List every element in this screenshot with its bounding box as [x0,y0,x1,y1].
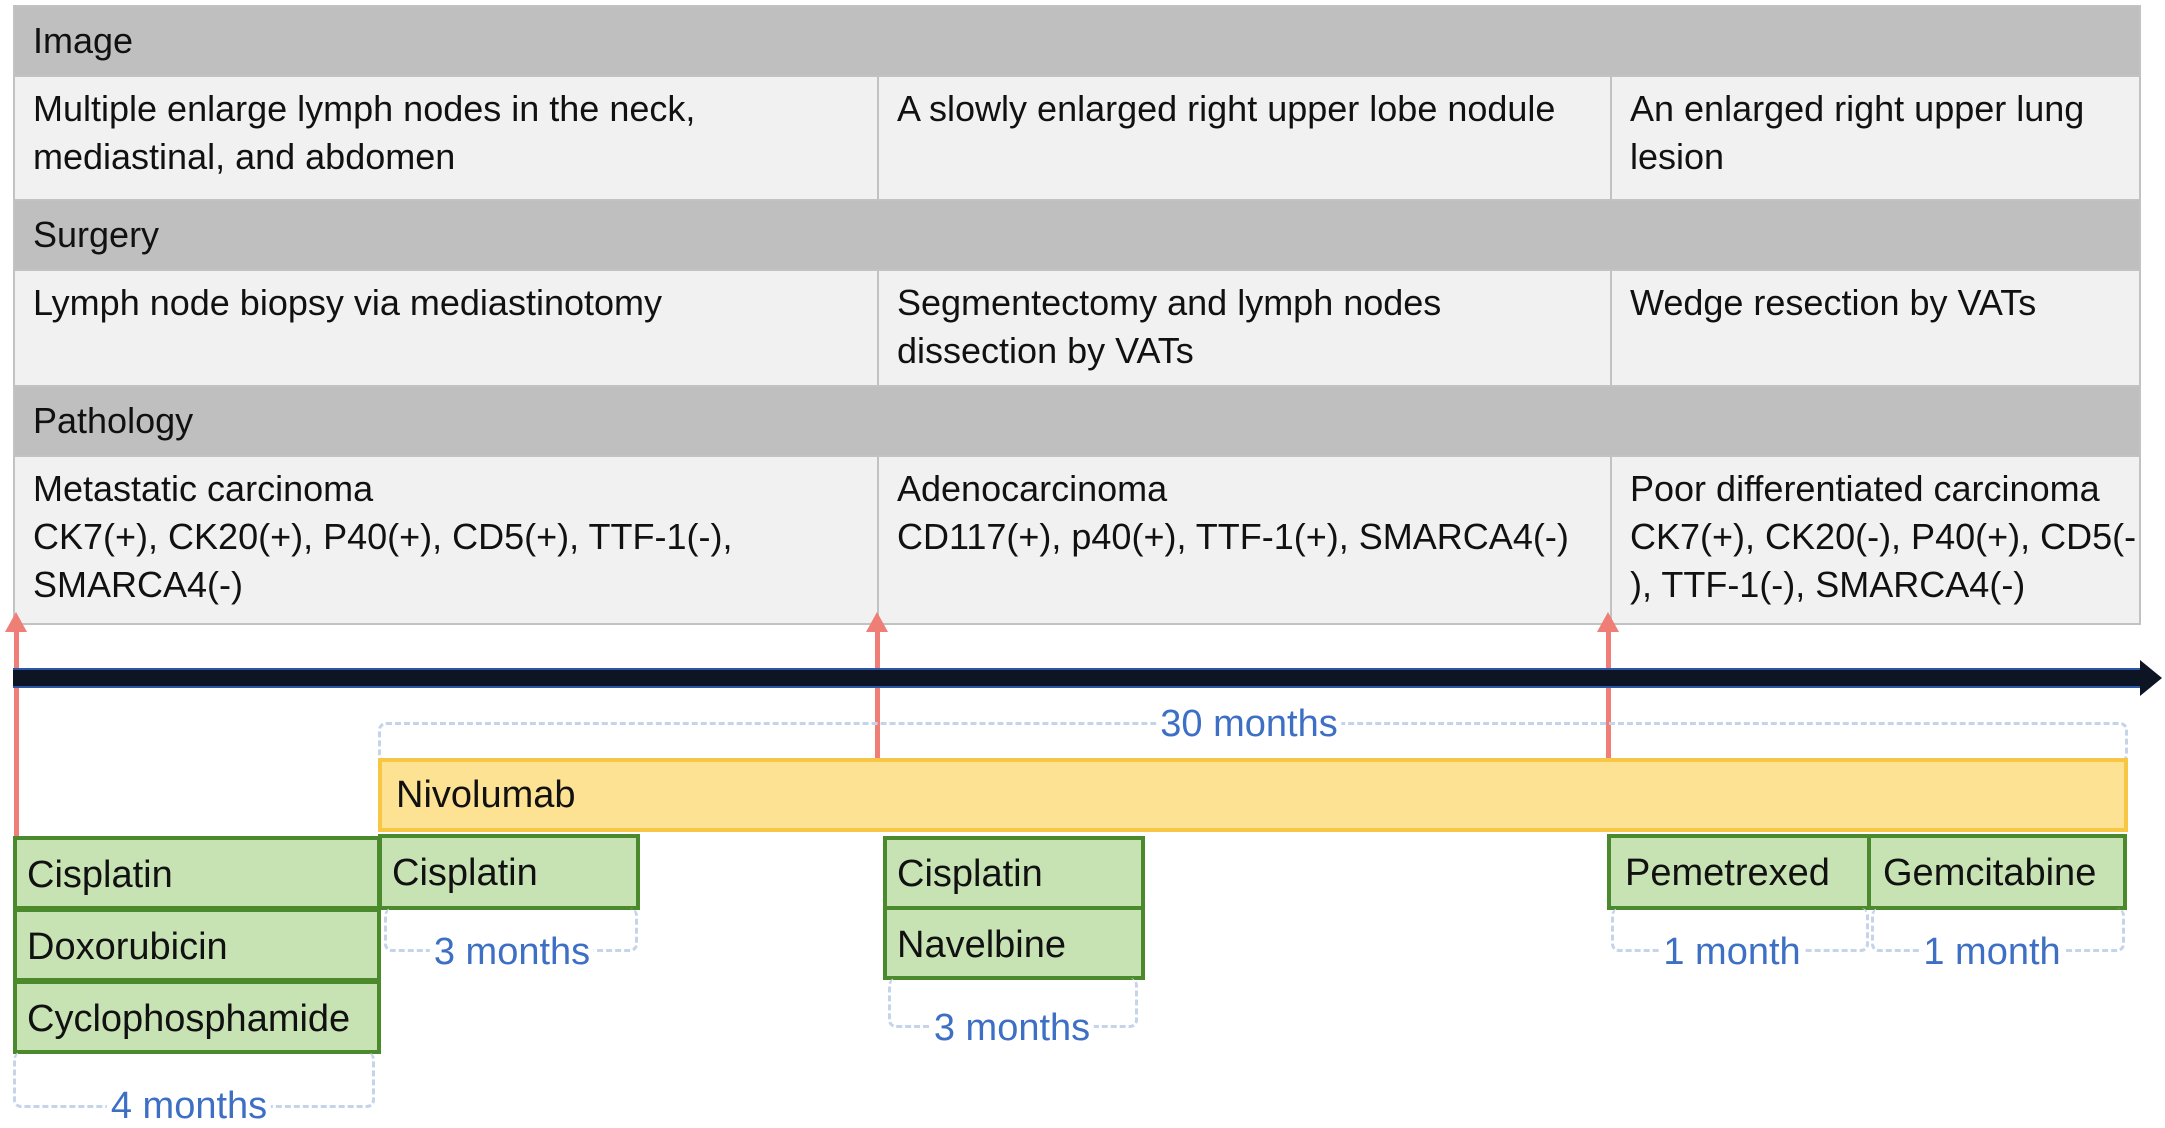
event-arrow-2 [875,630,880,758]
drug-box-navelbine: Navelbine [883,906,1145,980]
drug-box-cyclophosphamide: Cyclophosphamide [13,980,381,1054]
event-arrow-2-head [866,612,888,632]
surgery-header-row: Surgery [12,199,2142,271]
event-arrow-3-head [1597,612,1619,632]
pathology-cell-2: Adenocarcinoma CD117(+), p40(+), TTF-1(+… [877,455,1612,625]
image-header-row: Image [12,5,2142,77]
regimen3-duration-label: 3 months [929,1006,1095,1050]
pathology-cell-3: Poor differentiated carcinoma CK7(+), CK… [1609,455,2142,625]
cell-line: lesion [1630,136,1725,177]
image-row: Multiple enlarge lymph nodes in the neck… [13,75,2142,201]
case-summary-table: Image Multiple enlarge lymph nodes in th… [12,5,2142,625]
cell-line: Adenocarcinoma [897,468,1168,509]
surgery-row: Lymph node biopsy via mediastinotomy Seg… [13,269,2142,387]
cell-line: Lymph node biopsy via mediastinotomy [33,282,662,323]
cell-line: Wedge resection by VATs [1630,282,2037,323]
nivolumab-bar: Nivolumab [378,758,2128,832]
drug-box-cisplatin: Cisplatin [13,836,381,910]
cell-line: Poor differentiated carcinoma [1630,468,2100,509]
image-cell-2: A slowly enlarged right upper lobe nodul… [877,75,1612,201]
drug-box-doxorubicin: Doxorubicin [13,908,381,982]
event-arrow-3 [1606,630,1611,758]
cell-line: Segmentectomy and lymph nodes [897,282,1442,323]
timeline-arrow-head [2140,660,2162,696]
drug-box-cisplatin: Cisplatin [883,836,1145,910]
cell-line: Metastatic carcinoma [33,468,374,509]
regimen2-duration-label: 3 months [429,930,595,974]
total-duration-label: 30 months [1156,702,1342,746]
cell-line: CK7(+), CK20(+), P40(+), CD5(+), TTF-1(-… [33,516,733,557]
cell-line: SMARCA4(-) [33,564,244,605]
cell-line: mediastinal, and abdomen [33,136,456,177]
image-header: Image [12,5,2142,77]
pathology-header: Pathology [12,385,2142,457]
cell-line: An enlarged right upper lung [1630,88,2085,129]
event-arrow-1 [14,630,19,840]
regimen4-duration-label: 1 month [1659,930,1805,974]
cell-line: Multiple enlarge lymph nodes in the neck… [33,88,696,129]
drug-box-gemcitabine: Gemcitabine [1867,834,2127,910]
regimen5-duration-label: 1 month [1919,930,2065,974]
surgery-cell-2: Segmentectomy and lymph nodes dissection… [877,269,1612,387]
regimen1-duration-label: 4 months [106,1084,272,1128]
pathology-cell-1: Metastatic carcinoma CK7(+), CK20(+), P4… [13,455,879,625]
cell-line: ), TTF-1(-), SMARCA4(-) [1630,564,2026,605]
event-arrow-1-head [5,612,27,632]
drug-box-cisplatin: Cisplatin [378,834,640,910]
surgery-cell-1: Lymph node biopsy via mediastinotomy [13,269,879,387]
cell-line: CK7(+), CK20(-), P40(+), CD5(- [1630,516,2137,557]
cell-line: A slowly enlarged right upper lobe nodul… [897,88,1556,129]
drug-box-pemetrexed: Pemetrexed [1607,834,1871,910]
surgery-cell-3: Wedge resection by VATs [1609,269,2142,387]
image-cell-1: Multiple enlarge lymph nodes in the neck… [13,75,879,201]
cell-line: dissection by VATs [897,330,1194,371]
pathology-header-row: Pathology [12,385,2142,457]
surgery-header: Surgery [12,199,2142,271]
image-cell-3: An enlarged right upper lung lesion [1609,75,2142,201]
cell-line: CD117(+), p40(+), TTF-1(+), SMARCA4(-) [897,516,1569,557]
timeline-arrow-shaft [13,668,2143,688]
pathology-row: Metastatic carcinoma CK7(+), CK20(+), P4… [13,455,2142,625]
